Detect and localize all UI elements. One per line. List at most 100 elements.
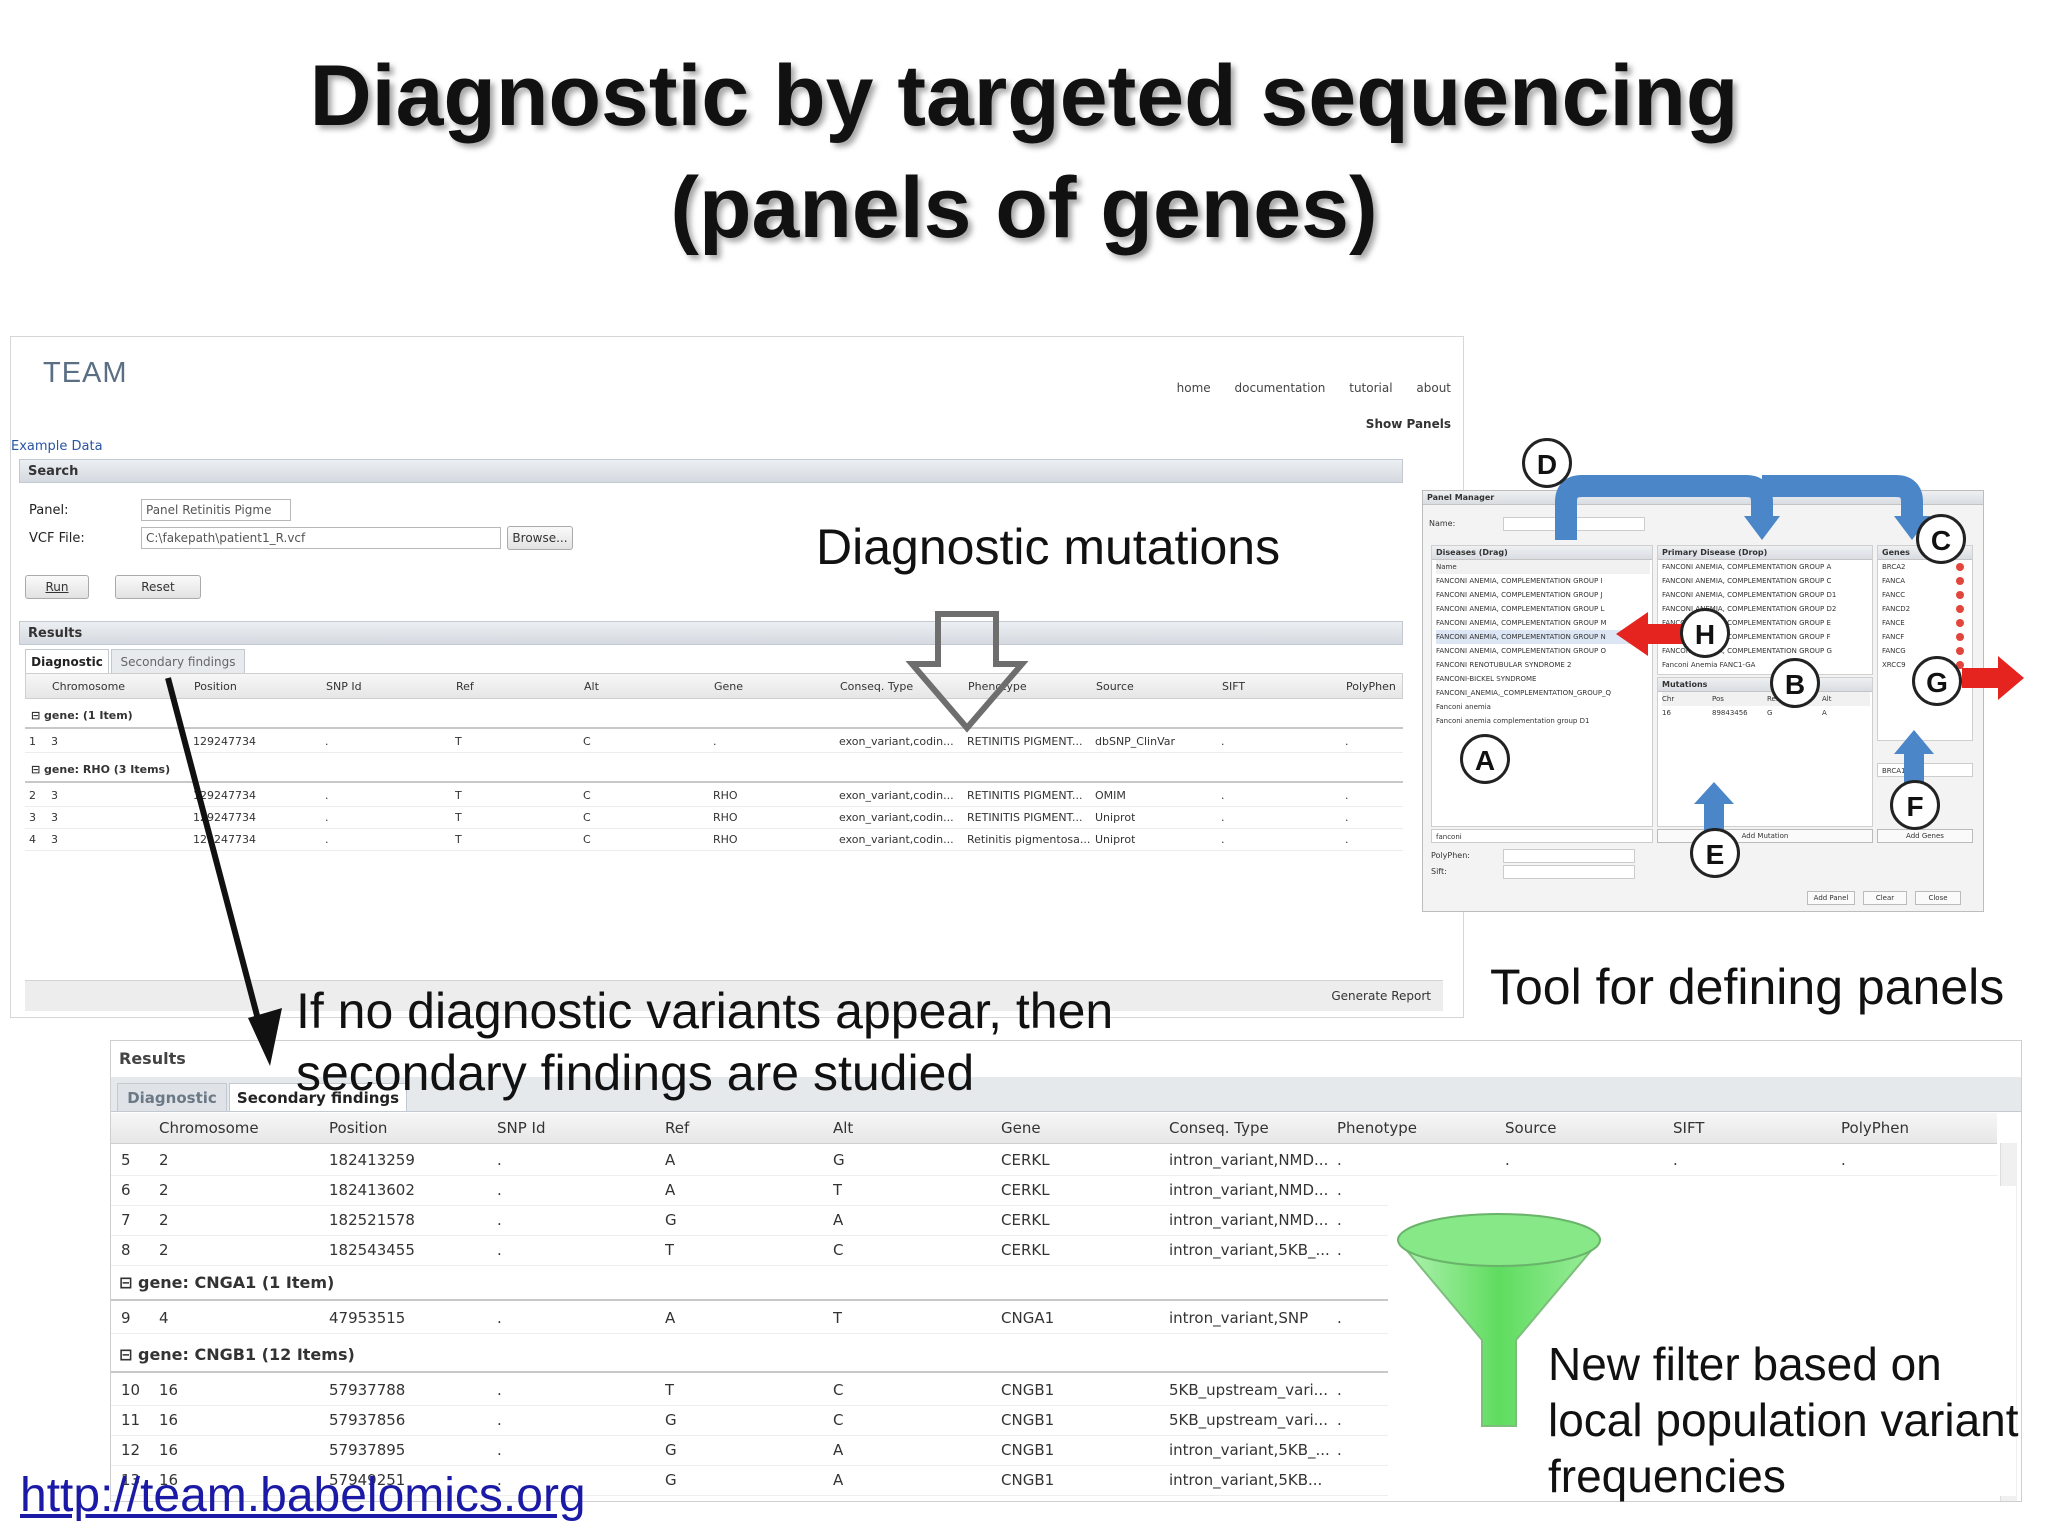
group-header-cngb1[interactable]: ⊟ gene: CNGB1 (12 Items)	[111, 1337, 1997, 1373]
tab-diagnostic-bottom[interactable]: Diagnostic	[117, 1083, 227, 1111]
example-data-link[interactable]: Example Data	[11, 439, 103, 454]
group-header-rho[interactable]: ⊟ gene: RHO (3 Items)	[25, 757, 1403, 783]
nav-about-link[interactable]: about	[1416, 381, 1451, 395]
list-item[interactable]: FANCONI ANEMIA, COMPLEMENTATION GROUP N	[1436, 630, 1650, 644]
bcol-snp-id[interactable]: SNP Id	[497, 1119, 546, 1137]
bcol-gene[interactable]: Gene	[1001, 1119, 1041, 1137]
group-header-unassigned[interactable]: ⊟ gene: (1 Item)	[25, 703, 1403, 729]
collapse-icon[interactable]: ⊟	[31, 709, 45, 722]
team-babelomics-link[interactable]: http://team.babelomics.org	[20, 1469, 586, 1522]
col-position[interactable]: Position	[194, 680, 237, 693]
list-item[interactable]: Fanconi Anemia FANC1-GA	[1662, 658, 1870, 672]
list-item[interactable]: FANCG	[1882, 644, 1970, 658]
remove-gene-icon[interactable]	[1956, 661, 1964, 669]
col-ref[interactable]: Ref	[456, 680, 474, 693]
mutation-row[interactable]: 16 89843456 G A	[1662, 706, 1870, 720]
list-item[interactable]: FANCONI ANEMIA, COMPLEMENTATION GROUP J	[1436, 588, 1650, 602]
close-button[interactable]: Close	[1915, 891, 1961, 905]
list-item[interactable]: XRCC9	[1882, 658, 1970, 672]
bcol-alt[interactable]: Alt	[833, 1119, 854, 1137]
reset-button[interactable]: Reset	[115, 575, 201, 599]
cell-poly: .	[1345, 811, 1349, 824]
add-panel-button[interactable]: Add Panel	[1807, 891, 1855, 905]
bcol-position[interactable]: Position	[329, 1119, 388, 1137]
col-conseq-type[interactable]: Conseq. Type	[840, 680, 914, 693]
sift-input[interactable]	[1503, 865, 1635, 879]
list-item[interactable]: FANCONI ANEMIA, COMPLEMENTATION GROUP G	[1662, 644, 1870, 658]
run-button[interactable]: Run	[25, 575, 89, 599]
list-item[interactable]: FANCONI ANEMIA, COMPLEMENTATION GROUP E	[1662, 616, 1870, 630]
nav-home-link[interactable]: home	[1176, 381, 1211, 395]
bcol-conseq-type[interactable]: Conseq. Type	[1169, 1119, 1269, 1137]
tab-secondary-findings-bottom[interactable]: Secondary findings	[229, 1083, 407, 1111]
list-item[interactable]: FANCD2	[1882, 602, 1970, 616]
list-item[interactable]: FANCONI ANEMIA, COMPLEMENTATION GROUP D1	[1662, 588, 1870, 602]
nav-tutorial-link[interactable]: tutorial	[1349, 381, 1393, 395]
collapse-icon[interactable]: ⊟	[119, 1273, 138, 1292]
list-item[interactable]: Fanconi anemia	[1436, 700, 1650, 714]
list-item[interactable]: FANCONI ANEMIA, COMPLEMENTATION GROUP C	[1662, 574, 1870, 588]
list-item[interactable]: FANCONI ANEMIA, COMPLEMENTATION GROUP D2	[1662, 602, 1870, 616]
bcol-ref[interactable]: Ref	[665, 1119, 690, 1137]
col-alt[interactable]: Alt	[584, 680, 599, 693]
list-item[interactable]: FANCONI RENOTUBULAR SYNDROME 2	[1436, 658, 1650, 672]
list-item[interactable]: FANCONI_ANEMIA,_COMPLEMENTATION_GROUP_Q	[1436, 686, 1650, 700]
list-item[interactable]: FANCE	[1882, 616, 1970, 630]
col-phenotype[interactable]: Phenotype	[968, 680, 1027, 693]
browse-button[interactable]: Browse...	[507, 526, 573, 550]
col-chromosome[interactable]: Chromosome	[52, 680, 126, 693]
bcol-source[interactable]: Source	[1505, 1119, 1557, 1137]
list-item[interactable]: Fanconi anemia complementation group D1	[1436, 714, 1650, 728]
add-genes-button[interactable]: Add Genes	[1877, 829, 1973, 843]
remove-gene-icon[interactable]	[1956, 577, 1964, 585]
col-sift[interactable]: SIFT	[1222, 680, 1246, 693]
remove-gene-icon[interactable]	[1956, 633, 1964, 641]
list-item[interactable]: FANCA	[1882, 574, 1970, 588]
remove-gene-icon[interactable]	[1956, 619, 1964, 627]
remove-gene-icon[interactable]	[1956, 591, 1964, 599]
list-item[interactable]: FANCC	[1882, 588, 1970, 602]
list-item[interactable]: FANCONI ANEMIA, COMPLEMENTATION GROUP M	[1436, 616, 1650, 630]
disease-search-input[interactable]: fanconi	[1431, 829, 1653, 843]
col-polyphen[interactable]: PolyPhen	[1346, 680, 1396, 693]
list-item[interactable]: FANCONI ANEMIA, COMPLEMENTATION GROUP A	[1662, 560, 1870, 574]
list-item[interactable]: FANCONI ANEMIA, COMPLEMENTATION GROUP O	[1436, 644, 1650, 658]
tab-secondary-findings[interactable]: Secondary findings	[111, 649, 245, 673]
panel-select[interactable]: Panel Retinitis Pigme	[141, 499, 291, 521]
col-snp-id[interactable]: SNP Id	[326, 680, 362, 693]
list-item[interactable]: FANCONI ANEMIA, COMPLEMENTATION GROUP I	[1436, 574, 1650, 588]
remove-gene-icon[interactable]	[1956, 605, 1964, 613]
nav-documentation-link[interactable]: documentation	[1234, 381, 1326, 395]
col-gene[interactable]: Gene	[714, 680, 744, 693]
remove-gene-icon[interactable]	[1956, 647, 1964, 655]
gene-input[interactable]: BRCA1,FO	[1877, 763, 1973, 777]
group-header-cnga1[interactable]: ⊟ gene: CNGA1 (1 Item)	[111, 1265, 1997, 1301]
collapse-icon[interactable]: ⊟	[31, 763, 45, 776]
col-source[interactable]: Source	[1096, 680, 1134, 693]
list-item[interactable]: FANCF	[1882, 630, 1970, 644]
list-item[interactable]: FANCONI-BICKEL SYNDROME	[1436, 672, 1650, 686]
tab-diagnostic[interactable]: Diagnostic	[25, 649, 109, 673]
bcol-polyphen[interactable]: PolyPhen	[1841, 1119, 1910, 1137]
list-item[interactable]: FANCONI ANEMIA, COMPLEMENTATION GROUP F	[1662, 630, 1870, 644]
collapse-icon[interactable]: ⊟	[119, 1345, 138, 1364]
polyphen-input[interactable]	[1503, 849, 1635, 863]
bcol-sift[interactable]: SIFT	[1673, 1119, 1705, 1137]
remove-gene-icon[interactable]	[1956, 563, 1964, 571]
show-panels-link[interactable]: Show Panels	[1365, 417, 1451, 431]
vcf-file-field[interactable]: C:\fakepath\patient1_R.vcf	[141, 527, 501, 549]
clear-button[interactable]: Clear	[1863, 891, 1907, 905]
generate-report-button[interactable]: Generate Report	[1331, 989, 1431, 1003]
bcol-phenotype[interactable]: Phenotype	[1337, 1119, 1417, 1137]
list-item[interactable]: FANCONI ANEMIA, COMPLEMENTATION GROUP L	[1436, 602, 1650, 616]
bcol-chromosome[interactable]: Chromosome	[159, 1119, 259, 1137]
list-item[interactable]: BRCA2	[1882, 560, 1970, 574]
